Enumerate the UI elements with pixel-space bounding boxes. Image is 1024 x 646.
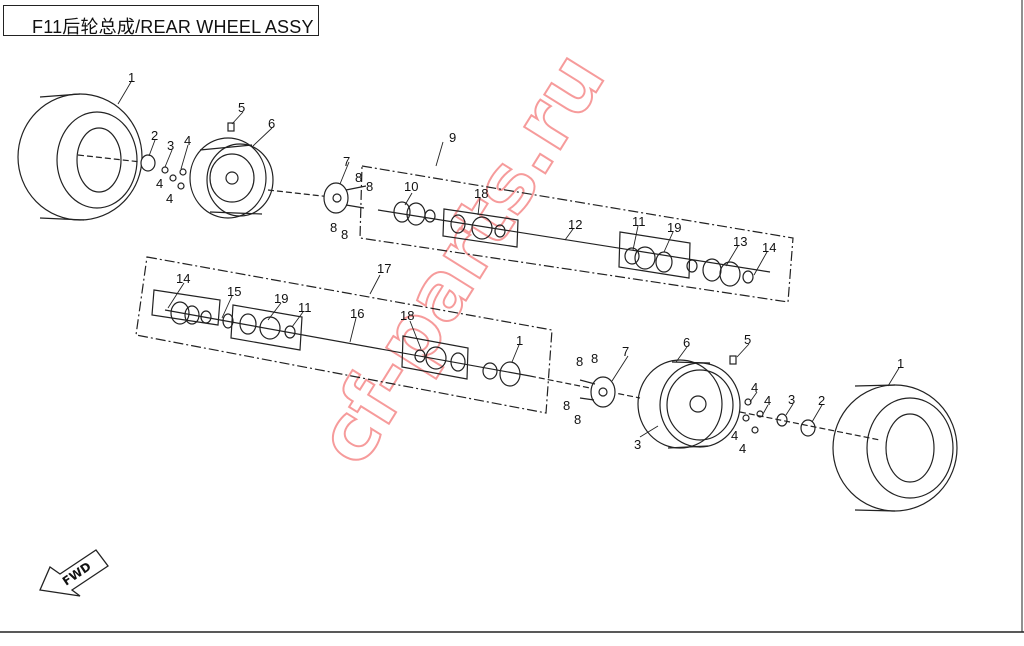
label-part-8: 8 — [355, 170, 362, 185]
label-part-8: 8 — [563, 398, 570, 413]
tire-right — [832, 384, 958, 512]
label-part-5: 5 — [744, 332, 751, 347]
label-part-4: 4 — [731, 428, 738, 443]
label-part-16: 16 — [350, 306, 364, 321]
label-part-7: 7 — [622, 344, 629, 359]
label-part-11: 11 — [632, 214, 646, 229]
part-labels: 1 2 3 4 4 4 5 6 7 8 8 8 8 9 10 18 12 11 … — [128, 70, 904, 456]
label-part-2: 2 — [151, 128, 158, 143]
label-part-14: 14 — [176, 271, 190, 286]
leader-lines — [117, 81, 900, 438]
fwd-arrow: FWD — [39, 549, 109, 597]
label-part-8: 8 — [341, 227, 348, 242]
label-part-13: 13 — [733, 234, 747, 249]
label-part-18: 18 — [474, 186, 488, 201]
tire-left — [17, 93, 151, 221]
upper-shaft-box — [359, 165, 794, 303]
label-part-1: 1 — [516, 333, 523, 348]
label-part-8: 8 — [574, 412, 581, 427]
label-part-4: 4 — [739, 441, 746, 456]
label-part-6: 6 — [268, 116, 275, 131]
label-part-2: 2 — [818, 393, 825, 408]
label-part-8: 8 — [591, 351, 598, 366]
label-part-17: 17 — [377, 261, 391, 276]
label-part-8: 8 — [366, 179, 373, 194]
label-part-8: 8 — [330, 220, 337, 235]
label-part-1: 1 — [128, 70, 135, 85]
lower-shaft-box — [135, 256, 641, 414]
hub-flange-left — [323, 182, 367, 214]
label-part-19: 19 — [274, 291, 288, 306]
label-part-4: 4 — [184, 133, 191, 148]
hub-nut-right — [729, 355, 881, 441]
label-part-1: 1 — [897, 356, 904, 371]
label-part-5: 5 — [238, 100, 245, 115]
label-part-11: 11 — [298, 300, 312, 315]
hub-nut-left — [140, 122, 235, 190]
label-part-4: 4 — [156, 176, 163, 191]
page-title: F11后轮总成/REAR WHEEL ASSY — [32, 17, 314, 37]
rim-left — [189, 137, 341, 219]
label-part-8: 8 — [576, 354, 583, 369]
label-part-4: 4 — [166, 191, 173, 206]
label-part-14: 14 — [762, 240, 776, 255]
title-box: F11后轮总成/REAR WHEEL ASSY — [3, 5, 319, 37]
label-part-6: 6 — [683, 335, 690, 350]
label-part-19: 19 — [667, 220, 681, 235]
label-part-4: 4 — [751, 380, 758, 395]
hub-flange-right — [579, 376, 616, 408]
label-part-3: 3 — [167, 138, 174, 153]
label-part-15: 15 — [227, 284, 241, 299]
label-part-18: 18 — [400, 308, 414, 323]
label-part-3: 3 — [634, 437, 641, 452]
rim-right — [637, 359, 741, 449]
label-part-9: 9 — [449, 130, 456, 145]
label-part-12: 12 — [568, 217, 582, 232]
label-part-4: 4 — [764, 393, 771, 408]
label-part-10: 10 — [404, 179, 418, 194]
label-part-7: 7 — [343, 154, 350, 169]
label-part-3: 3 — [788, 392, 795, 407]
